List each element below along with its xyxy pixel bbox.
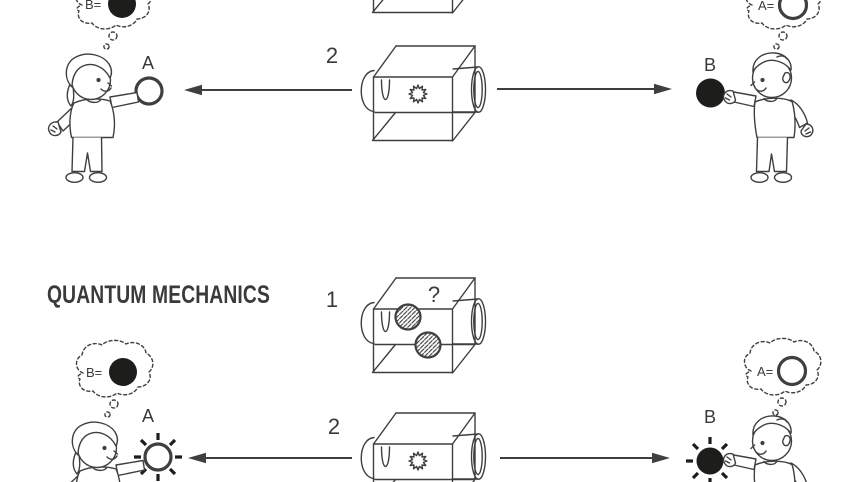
- ball-b-label: B: [704, 407, 716, 427]
- boy-figure: [722, 415, 814, 482]
- ball-a-label: A: [142, 406, 154, 426]
- girl-figure: [47, 53, 140, 184]
- arrow-right-icon: [497, 83, 672, 95]
- imagined-white-ball: [776, 355, 808, 387]
- classical-box-2: [360, 45, 487, 142]
- quantum-box-2: [360, 412, 487, 482]
- hatched-ball-icon: [414, 331, 442, 359]
- measured-white-ball-a: [132, 431, 184, 482]
- measured-black-ball-b: [684, 435, 736, 482]
- thought-bubble-girl: B=: [74, 0, 153, 50]
- classical-scene: 2 B= A= A B: [47, 0, 823, 184]
- imagined-black-ball: [109, 358, 137, 386]
- arrow-right-icon: [500, 452, 670, 464]
- black-ball-b: [696, 78, 725, 108]
- thought-bubble-boy: A=: [743, 337, 822, 416]
- sparkle-icon: [408, 84, 428, 104]
- quantum-step-2-number: 2: [328, 414, 340, 439]
- white-ball-a: [134, 76, 164, 106]
- thought-label: A=: [757, 364, 773, 379]
- quantum-box-1: ?: [360, 277, 487, 374]
- girl-figure: [53, 421, 146, 482]
- classical-step-2-number: 2: [326, 43, 338, 68]
- classical-box-1-partial: [360, 0, 487, 14]
- thought-bubble-boy: A=: [744, 0, 823, 50]
- boy-figure: [722, 52, 814, 184]
- imagined-black-ball: [108, 0, 136, 18]
- question-mark: ?: [428, 282, 440, 307]
- thought-bubble-girl: B=: [75, 339, 154, 418]
- box-shell: [360, 412, 487, 482]
- imagined-white-ball: [777, 0, 809, 21]
- ball-a-label: A: [142, 53, 154, 73]
- thought-label: B=: [85, 0, 101, 12]
- quantum-heading: QUANTUM MECHANICS: [47, 281, 270, 309]
- quantum-scene: QUANTUM MECHANICS 1 ? 2 B= A=: [47, 277, 822, 482]
- thought-label: A=: [758, 0, 774, 13]
- ball-b-label: B: [704, 55, 716, 75]
- sparkle-icon: [408, 451, 428, 471]
- quantum-step-1-number: 1: [326, 287, 338, 312]
- arrow-left-icon: [184, 84, 352, 96]
- arrow-left-icon: [188, 452, 352, 464]
- hatched-ball-icon: [394, 303, 422, 331]
- thought-label: B=: [86, 365, 102, 380]
- box-shell: [360, 277, 487, 374]
